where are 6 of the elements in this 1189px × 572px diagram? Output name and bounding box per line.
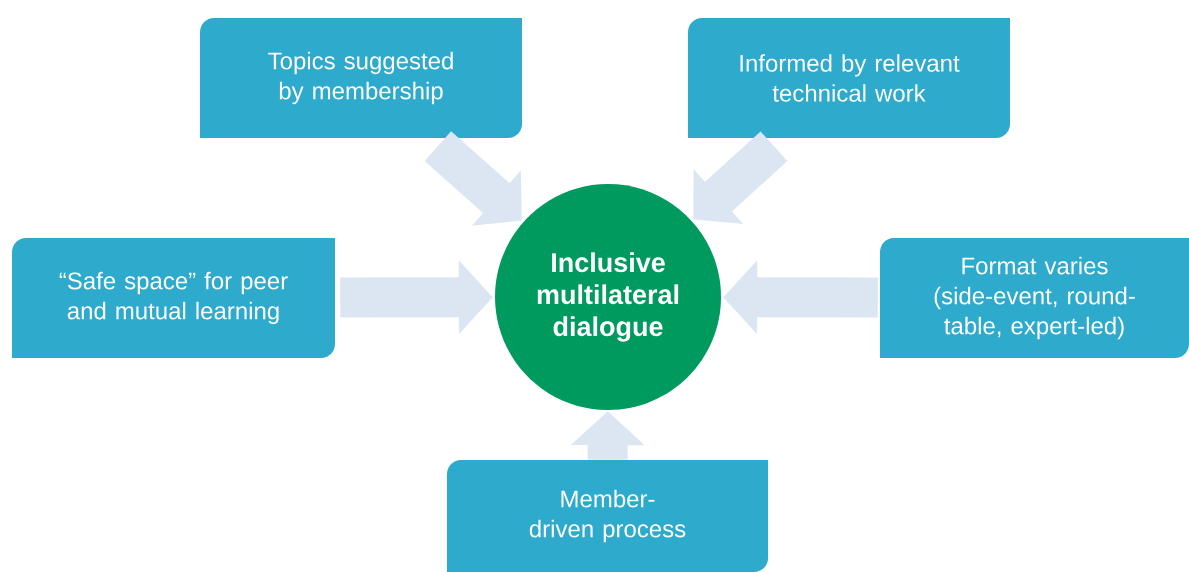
text-box: Format varies (side-event, round-table, expert-led) xyxy=(880,238,1189,358)
text-box: Member-driven process xyxy=(447,460,768,572)
text-box: Topics suggested by membership xyxy=(200,18,522,138)
text-box: “Safe space” for peer and mutual learning xyxy=(12,238,335,358)
text-box: Informed by relevant technical work xyxy=(688,18,1010,138)
block-arrow xyxy=(693,131,788,225)
